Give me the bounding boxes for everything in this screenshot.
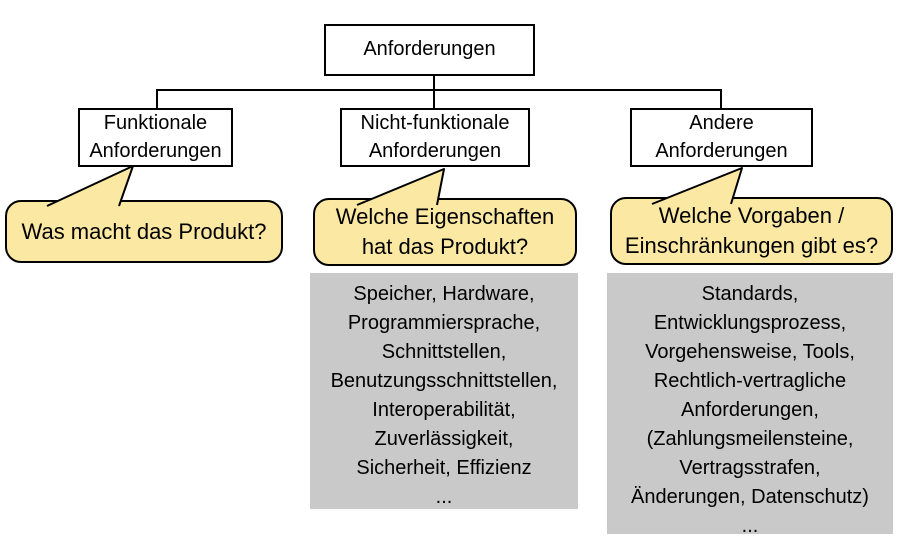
- speech-bubble-funktionale: Was macht das Produkt?: [5, 200, 283, 263]
- child-box-nicht-funktionale-anforderungen: Nicht-funktionale Anforderungen: [340, 108, 530, 167]
- speech-bubble-nicht-funktionale: Welche Eigenschaften hat das Produkt?: [313, 198, 577, 266]
- speech-bubble-andere: Welche Vorgaben / Einschränkungen gibt e…: [610, 197, 893, 265]
- speech-bubble-text: Was macht das Produkt?: [21, 218, 267, 244]
- child-box-label: Andere Anforderungen: [655, 111, 788, 162]
- root-box-anforderungen: Anforderungen: [324, 24, 535, 76]
- child-box-funktionale-anforderungen: Funktionale Anforderungen: [78, 108, 233, 167]
- child-box-label: Funktionale Anforderungen: [89, 111, 222, 162]
- root-box-label: Anforderungen: [363, 38, 496, 61]
- child-box-andere-anforderungen: Andere Anforderungen: [630, 108, 813, 167]
- speech-bubble-text: Welche Eigenschaften hat das Produkt?: [335, 204, 555, 259]
- child-box-label: Nicht-funktionale Anforderungen: [360, 111, 510, 162]
- panel-andere-beispiele: Standards, Entwicklungsprozess, Vorgehen…: [607, 273, 893, 537]
- panel-nicht-funktionale-beispiele: Speicher, Hardware, Programmiersprache, …: [310, 273, 578, 509]
- speech-bubble-text: Welche Vorgaben / Einschränkungen gibt e…: [624, 203, 879, 258]
